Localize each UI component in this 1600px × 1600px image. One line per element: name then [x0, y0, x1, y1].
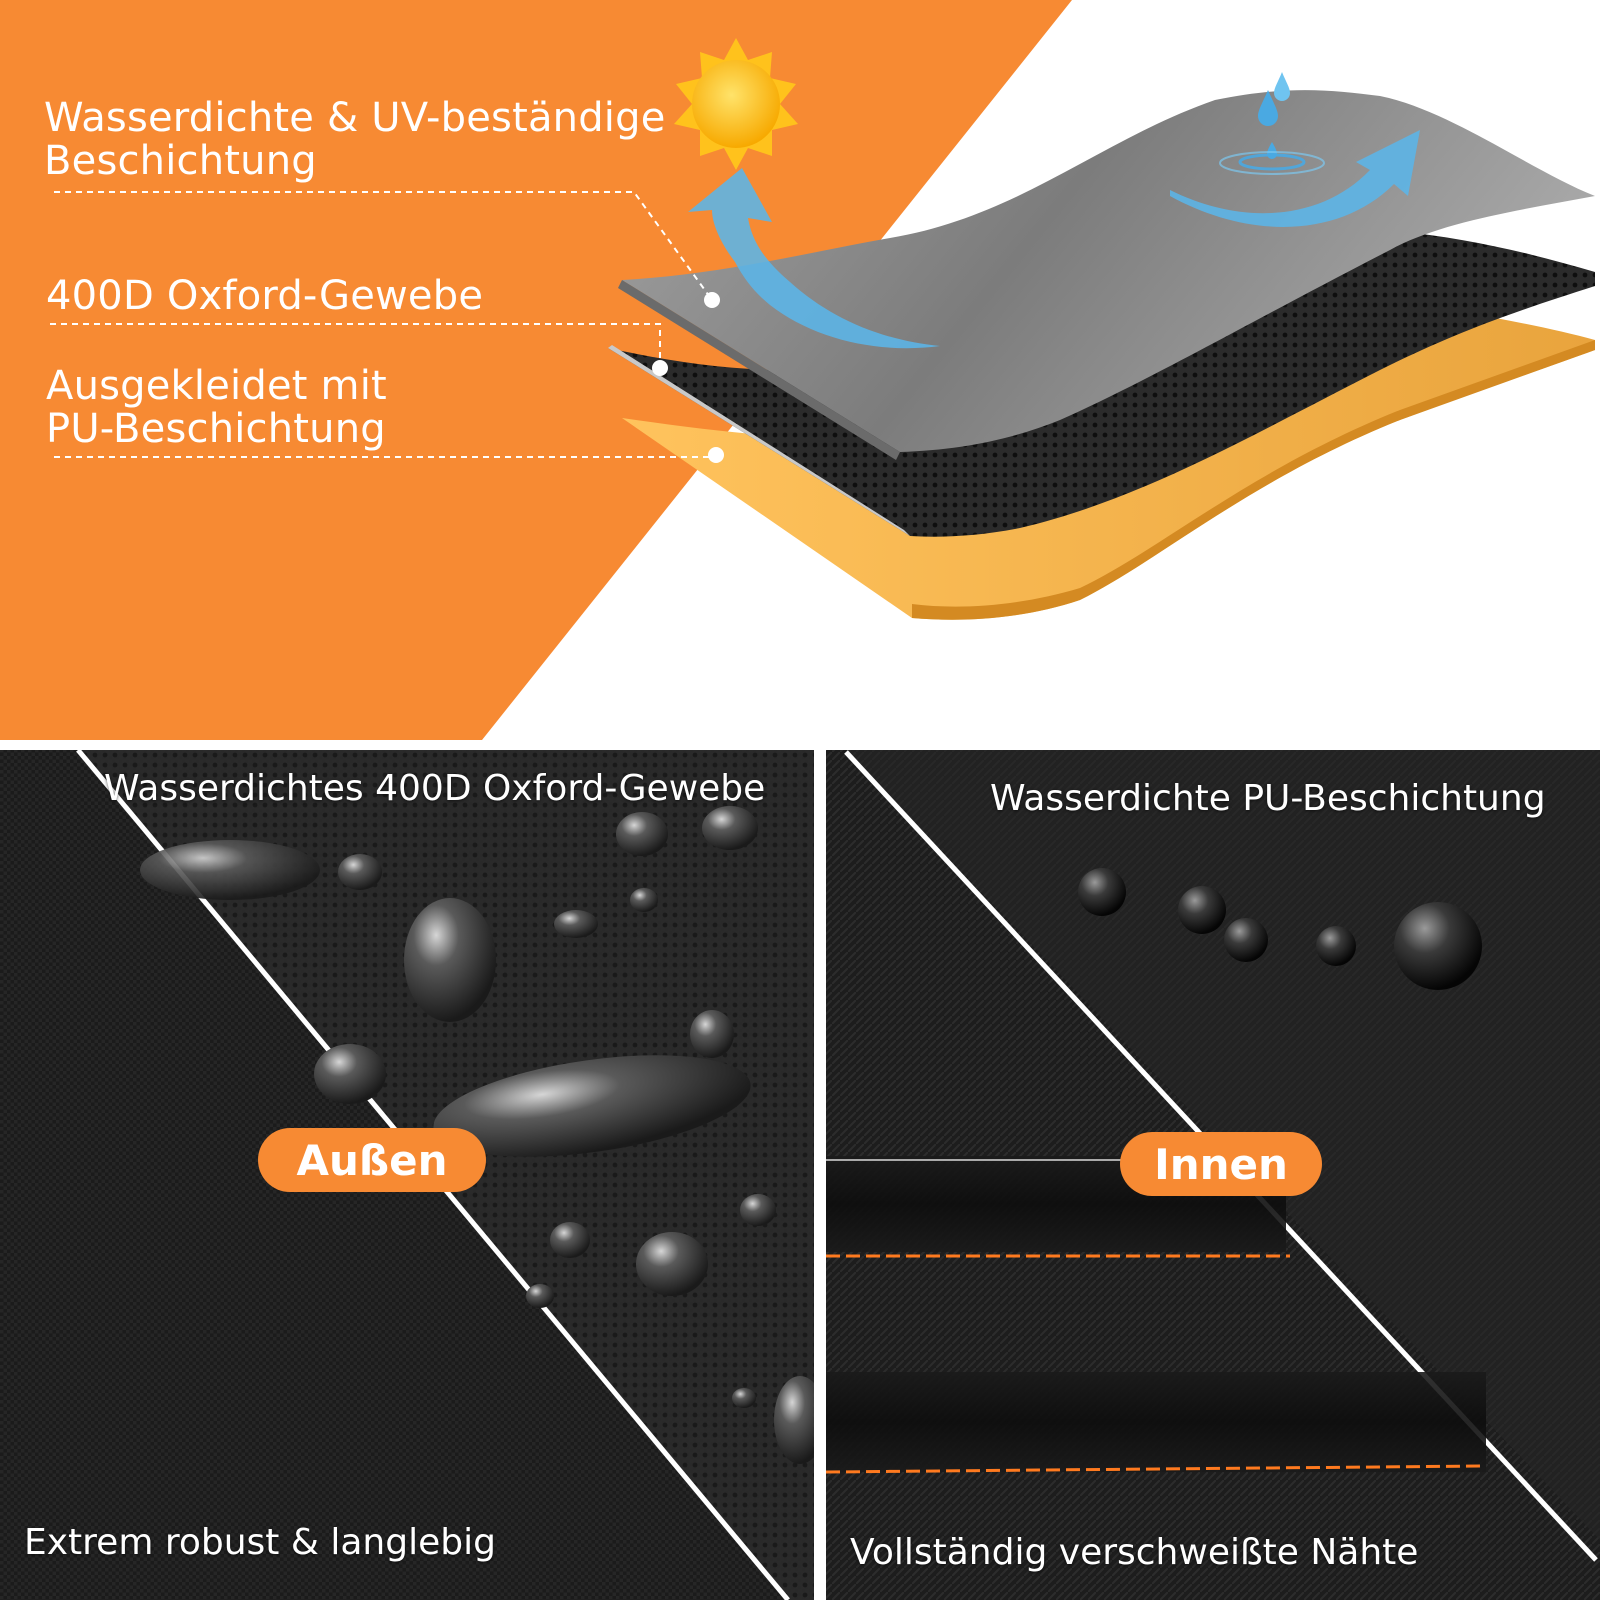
- uv-arrow-icon: [688, 168, 940, 349]
- coating-label: Wasserdichte & UV-beständige Beschichtun…: [44, 95, 666, 184]
- oxford-layer-edge: [608, 345, 910, 536]
- water-arrow-icon: [1170, 130, 1420, 227]
- outer-title: Wasserdichtes 400D Oxford-Gewebe: [104, 768, 766, 809]
- orange-background: [0, 0, 1072, 740]
- oxford-label: 400D Oxford-Gewebe: [46, 273, 484, 319]
- inner-title: Wasserdichte PU-Beschichtung: [990, 778, 1546, 819]
- inner-caption: Vollständig verschweißte Nähte: [850, 1532, 1419, 1573]
- oxford-marker: [652, 360, 668, 376]
- coating-layer: [622, 90, 1595, 452]
- sun-icon: [674, 38, 798, 170]
- panel-divider: [814, 740, 826, 1600]
- pu-marker: [708, 447, 724, 463]
- pu-layer-edge: [912, 340, 1595, 620]
- coating-marker: [704, 292, 720, 308]
- outer-badge: Außen: [258, 1128, 486, 1192]
- inner-badge: Innen: [1120, 1132, 1322, 1196]
- outer-caption: Extrem robust & langlebig: [24, 1522, 496, 1563]
- pu-label: Ausgekleidet mit PU-Beschichtung: [46, 363, 387, 452]
- callout-lines: [50, 191, 716, 458]
- water-drop-icon: [1219, 72, 1325, 175]
- coating-layer-edge: [618, 280, 900, 460]
